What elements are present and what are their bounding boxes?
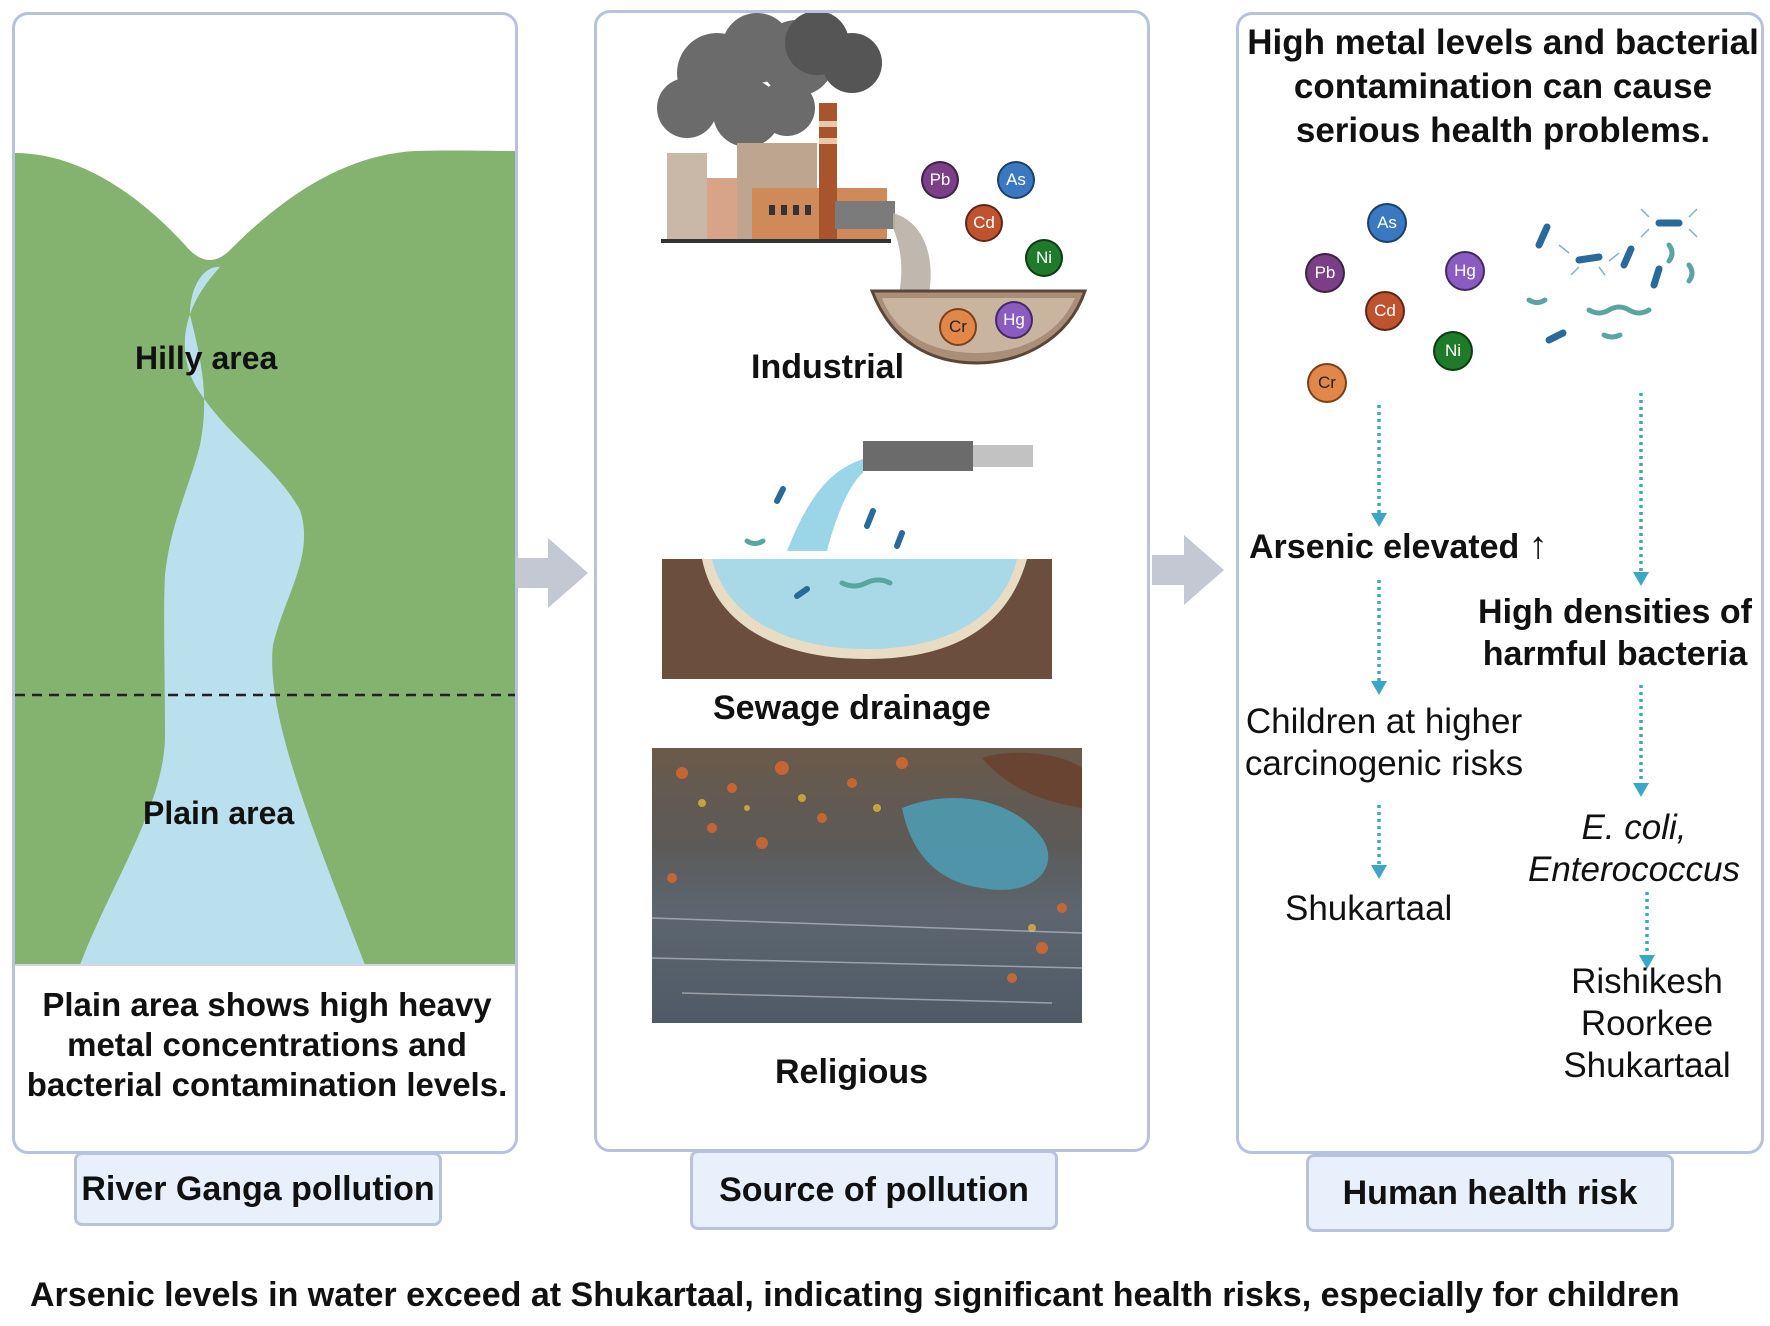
plain-area-summary: Plain area shows high heavy metal concen… (26, 986, 508, 1103)
health-heading: High metal levels and bacterial contamin… (1247, 23, 1759, 150)
pollution-source-panel: Pb As Cd Ni Cr Hg Industrial Sewage drai… (594, 10, 1150, 1152)
flow-arrow-1 (516, 538, 588, 608)
sewage-drainage-label: Sewage drainage (713, 689, 991, 727)
metal-ion-cd: Cd (967, 206, 1001, 240)
metal-ion-ni-right: Ni (1435, 333, 1471, 369)
metal-ion-hg: Hg (997, 303, 1031, 337)
source-of-pollution-label: Source of pollution (690, 1150, 1058, 1230)
river-shape (80, 266, 365, 965)
hilly-area-label: Hilly area (135, 340, 278, 376)
metal-ion-cr-right: Cr (1309, 365, 1345, 401)
river-ganga-pollution-text: River Ganga pollution (81, 1169, 435, 1208)
flow-arrow-2 (1152, 535, 1224, 605)
arsenic-elevated-label: Arsenic elevated ↑ (1249, 525, 1548, 568)
figure-caption: Arsenic levels in water exceed at Shukar… (30, 1276, 1680, 1314)
site-rishikesh: Rishikesh (1571, 962, 1723, 1001)
sewage-illustration (662, 441, 1052, 679)
bacteria-cluster-illustration (1526, 208, 1698, 344)
human-health-panel: High metal levels and bacterial contamin… (1236, 12, 1764, 1154)
metal-ion-pb: Pb (923, 163, 957, 197)
river-ganga-panel: Hilly area Plain area Plain area shows h… (12, 12, 518, 1154)
metal-ion-cd-right: Cd (1367, 293, 1403, 329)
human-health-risk-text: Human health risk (1342, 1173, 1638, 1212)
dotted-arrows (1371, 393, 1655, 969)
human-health-risk-label: Human health risk (1306, 1154, 1674, 1232)
metal-ion-hg-right: Hg (1447, 253, 1483, 289)
harmful-bacteria-label: High densities of harmful bacteria (1478, 593, 1752, 673)
arsenic-site-text: Shukartaal (1285, 889, 1453, 928)
bacteria-species-text: E. coli, Enterococcus (1527, 808, 1741, 889)
arsenic-up-arrow-icon: ↑ (1528, 525, 1548, 567)
bacteria-sites-list: Rishikesh Roorkee Shukartaal (1539, 961, 1755, 1087)
site-roorkee: Roorkee (1580, 1004, 1714, 1043)
religious-waste-photo (652, 748, 1082, 1023)
river-landscape-illustration (15, 150, 515, 966)
site-shukartaal: Shukartaal (1563, 1046, 1731, 1085)
source-of-pollution-text: Source of pollution (719, 1170, 1029, 1209)
industrial-label: Industrial (751, 348, 905, 386)
arsenic-elevated-text: Arsenic elevated (1249, 528, 1520, 566)
metal-ion-as-right: As (1369, 205, 1405, 241)
plain-area-label: Plain area (143, 795, 295, 831)
metal-ion-cr: Cr (941, 310, 975, 344)
children-risk-text: Children at higher carcinogenic risks (1244, 702, 1524, 783)
metal-ion-pb-right: Pb (1307, 255, 1343, 291)
religious-label: Religious (775, 1053, 929, 1091)
factory-illustration (657, 13, 1088, 365)
metal-ion-ni: Ni (1027, 241, 1061, 275)
metal-ion-as: As (999, 163, 1033, 197)
river-ganga-pollution-label: River Ganga pollution (74, 1152, 442, 1226)
